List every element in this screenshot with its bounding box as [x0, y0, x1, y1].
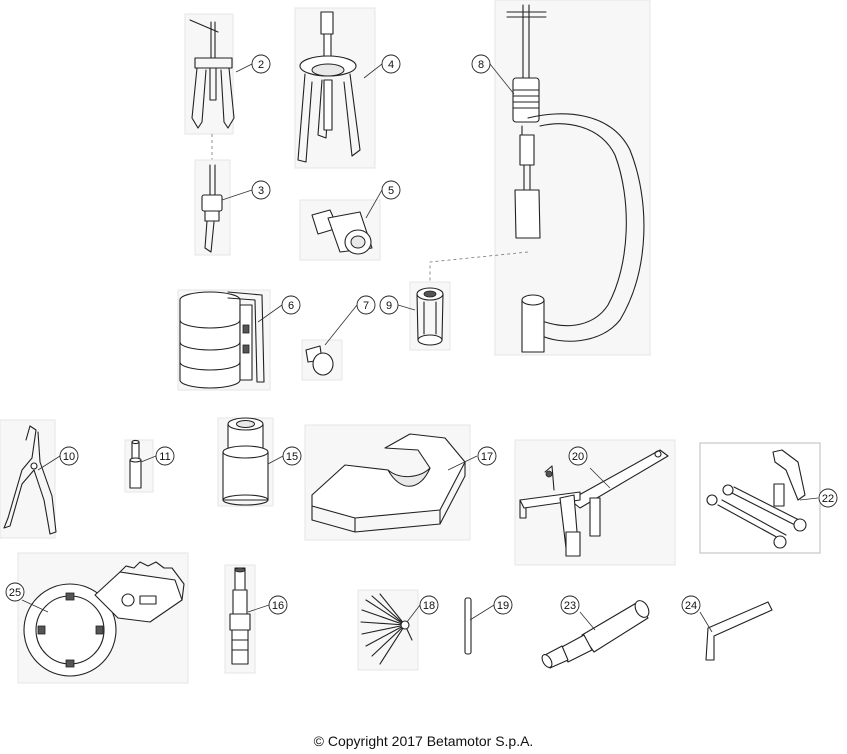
tool-circlip-pliers — [0, 419, 57, 539]
callout-20: 20 — [568, 446, 588, 466]
callout-4: 4 — [381, 54, 401, 74]
callout-6: 6 — [281, 295, 301, 315]
callout-23: 23 — [560, 595, 580, 615]
callout-label: 24 — [685, 600, 697, 612]
tool-pin — [464, 597, 472, 655]
tool-clamp-kit — [699, 442, 821, 554]
callout-25: 25 — [5, 582, 25, 602]
tool-feeler-gauge — [357, 589, 419, 671]
callout-label: 4 — [388, 59, 394, 71]
callout-label: 25 — [9, 587, 21, 599]
callout-label: 18 — [423, 600, 435, 612]
tool-drift-pin — [301, 339, 343, 381]
callout-label: 15 — [286, 451, 298, 463]
callout-label: 20 — [572, 451, 584, 463]
callout-label: 9 — [386, 300, 392, 312]
callout-label: 3 — [258, 185, 264, 197]
callout-2: 2 — [251, 54, 271, 74]
callout-15: 15 — [282, 446, 302, 466]
callout-label: 8 — [478, 59, 484, 71]
callout-24: 24 — [681, 595, 701, 615]
callout-16: 16 — [268, 595, 288, 615]
callout-label: 10 — [63, 451, 75, 463]
callout-label: 17 — [481, 451, 493, 463]
callout-22: 22 — [818, 488, 838, 508]
tool-pin-punch — [124, 439, 154, 493]
tool-piston-ring-compressor — [177, 289, 271, 391]
tool-drift-handle — [541, 600, 650, 669]
callout-label: 5 — [388, 185, 394, 197]
callout-10: 10 — [59, 446, 79, 466]
tool-holding-plate — [304, 424, 471, 541]
callout-label: 19 — [497, 600, 509, 612]
callout-8: 8 — [471, 54, 491, 74]
callout-5: 5 — [381, 180, 401, 200]
tool-adapter — [299, 199, 381, 261]
callout-19: 19 — [493, 595, 513, 615]
tool-socket — [217, 417, 274, 507]
callout-3: 3 — [251, 180, 271, 200]
tool-flywheel-holder — [514, 439, 676, 566]
tool-driver-bit — [224, 564, 256, 674]
copyright-notice: © Copyright 2017 Betamotor S.p.A. — [313, 733, 534, 749]
callout-label: 22 — [822, 493, 834, 505]
callout-label: 16 — [272, 600, 284, 612]
leader-lines — [21, 63, 819, 633]
tool-bushing — [409, 281, 451, 351]
callout-label: 6 — [288, 300, 294, 312]
callout-11: 11 — [155, 446, 175, 466]
tool-ring-nut-wrench — [17, 552, 189, 684]
callout-7: 7 — [356, 295, 376, 315]
callout-17: 17 — [477, 446, 497, 466]
callout-label: 23 — [564, 600, 576, 612]
callout-label: 11 — [159, 451, 170, 463]
tool-small-puller — [184, 13, 235, 160]
callout-9: 9 — [379, 295, 399, 315]
tool-valve-spring-compressor — [429, 0, 651, 356]
tool-large-puller — [294, 7, 376, 169]
callout-label: 2 — [258, 59, 264, 71]
callout-label: 7 — [363, 300, 369, 312]
tool-hex-key — [705, 601, 773, 661]
tool-puller-screw — [194, 159, 231, 256]
callout-18: 18 — [419, 595, 439, 615]
